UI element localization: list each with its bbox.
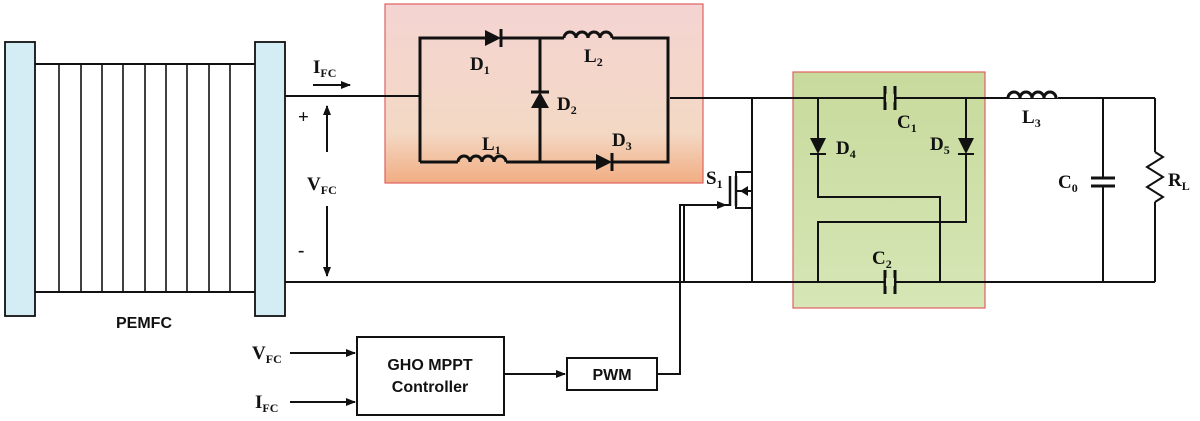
- label-l3: L3: [1022, 107, 1041, 130]
- label-d2: D2: [557, 94, 577, 117]
- diode-d1: [485, 30, 501, 46]
- label-c0: C0: [1058, 172, 1078, 195]
- pemfc-stack: [4, 41, 286, 317]
- stack-end-plate-right: [254, 41, 286, 317]
- inductor-l1: [456, 154, 508, 163]
- input-network: [418, 29, 670, 171]
- multiplier-stage-box: [792, 71, 986, 309]
- pwm-to-gate-line: [657, 201, 727, 375]
- diode-d4: [810, 138, 826, 154]
- label-d5: D5: [930, 134, 950, 157]
- diode-d2: [531, 92, 549, 108]
- stack-cell-lines: [58, 64, 231, 292]
- label-s1: S1: [706, 168, 723, 191]
- current-label: IFC: [313, 57, 336, 80]
- diode-d3: [596, 154, 612, 170]
- pwm-label: PWM: [592, 367, 631, 384]
- plus-sign: +: [298, 107, 309, 128]
- voltage-label: VFC: [307, 174, 337, 197]
- ifc-input-label: IFC: [255, 392, 278, 415]
- inductor-l3: [1006, 90, 1058, 99]
- stack-end-plate-left: [4, 41, 36, 317]
- label-d1: D1: [470, 54, 490, 77]
- mppt-controller-box: [356, 336, 505, 416]
- controller-line1: GHO MPPT: [387, 357, 473, 374]
- label-d3: D3: [612, 130, 632, 153]
- label-l1: L1: [482, 134, 501, 157]
- label-d4: D4: [836, 138, 856, 161]
- controller-line2: Controller: [392, 379, 468, 396]
- label-l2: L2: [584, 46, 603, 69]
- label-c2: C2: [872, 248, 892, 271]
- multiplier-network: [810, 86, 974, 294]
- resistor-rl: [1145, 151, 1165, 203]
- minus-sign: -: [298, 240, 304, 261]
- output-stage: [1006, 88, 1165, 282]
- label-c1: C1: [897, 112, 917, 135]
- pemfc-label: PEMFC: [116, 315, 172, 332]
- inductor-l2: [562, 30, 614, 39]
- vfc-input-label: VFC: [252, 343, 282, 366]
- label-rl: RL: [1168, 170, 1190, 193]
- diode-d5: [958, 138, 974, 154]
